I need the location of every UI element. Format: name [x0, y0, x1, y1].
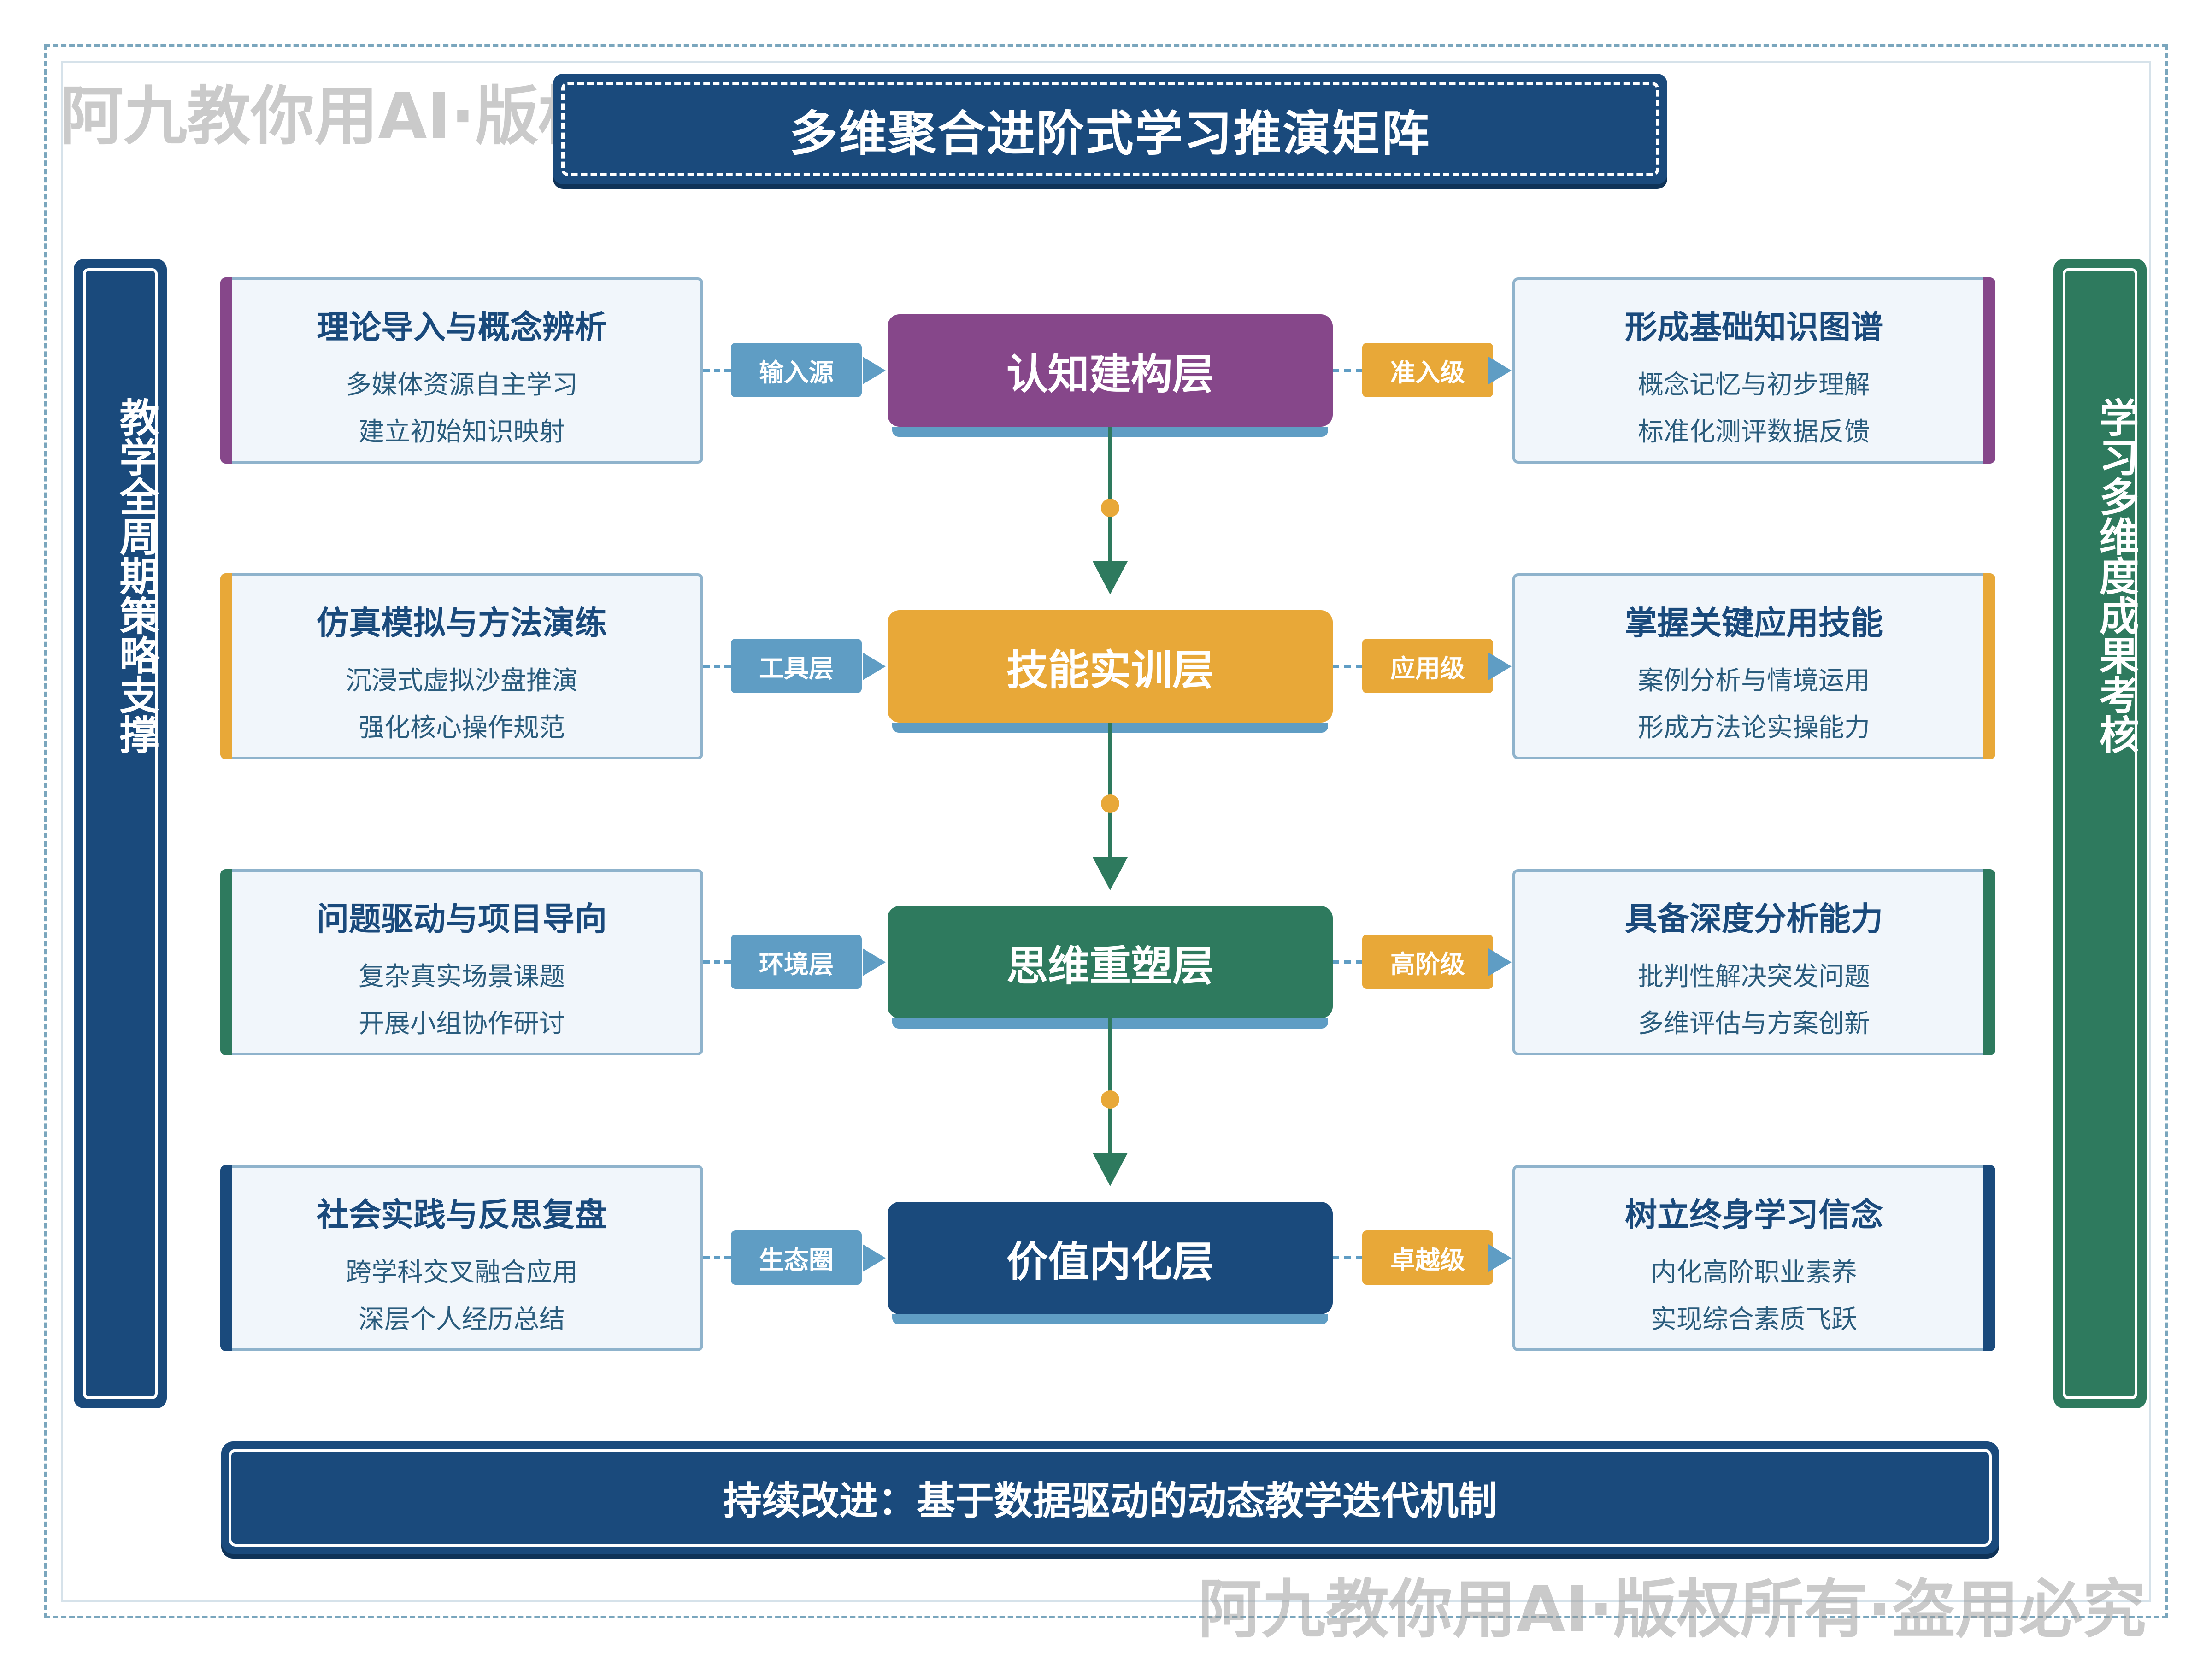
input-tag-row-4: 生态圈: [731, 1230, 862, 1285]
vertical-connector: [1108, 723, 1112, 863]
left-card-row-1: 理论导入与概念辨析 多媒体资源自主学习 建立初始知识映射: [220, 277, 703, 464]
card-accent: [1983, 277, 1995, 464]
card-accent: [1983, 1165, 1995, 1351]
connector-dot: [1101, 794, 1119, 813]
card-line: 强化核心操作规范: [359, 713, 565, 743]
layer-box-row-2: 技能实训层: [888, 610, 1333, 733]
card-line: 建立初始知识映射: [359, 417, 565, 447]
arrow-right-icon: [1488, 1244, 1512, 1272]
connector-dash: [1333, 960, 1362, 964]
vertical-connector: [1108, 427, 1112, 567]
level-tag-row-1: 准入级: [1362, 343, 1493, 397]
input-tag-row-3: 环境层: [731, 935, 862, 989]
card-title: 问题驱动与项目导向: [317, 900, 607, 938]
level-tag-row-4: 卓越级: [1362, 1230, 1493, 1285]
card-title: 具备深度分析能力: [1625, 900, 1883, 938]
connector-dash: [703, 369, 731, 372]
watermark-bottom: 阿九教你用AI·版权所有·盗用必究: [1198, 1572, 2146, 1647]
connector-dash: [1333, 1256, 1362, 1259]
inner-frame: [61, 61, 2151, 1602]
layer-box-row-1: 认知建构层: [888, 314, 1333, 437]
arrow-right-icon: [1488, 948, 1512, 976]
left-bar-text: 教学全周期策略支撑: [112, 397, 159, 754]
right-card-row-4: 树立终身学习信念 内化高阶职业素养 实现综合素质飞跃: [1512, 1165, 1995, 1351]
card-title: 理论导入与概念辨析: [317, 308, 607, 346]
right-assessment-bar: 学习多维度成果考核: [2053, 259, 2147, 1408]
arrow-down-icon: [1093, 857, 1128, 890]
right-card-row-2: 掌握关键应用技能 案例分析与情境运用 形成方法论实操能力: [1512, 573, 1995, 759]
arrow-right-icon: [863, 357, 886, 384]
card-line: 批判性解决突发问题: [1638, 962, 1870, 992]
card-line: 复杂真实场景课题: [359, 962, 565, 992]
connector-dash: [1333, 665, 1362, 668]
right-card-row-3: 具备深度分析能力 批判性解决突发问题 多维评估与方案创新: [1512, 869, 1995, 1055]
card-line: 多维评估与方案创新: [1638, 1009, 1870, 1039]
connector-dot: [1101, 1090, 1119, 1109]
card-accent: [1983, 869, 1995, 1055]
right-bar-text: 学习多维度成果考核: [2092, 397, 2138, 754]
arrow-right-icon: [1488, 653, 1512, 680]
card-line: 概念记忆与初步理解: [1638, 370, 1870, 400]
connector-dash: [703, 665, 731, 668]
card-line: 开展小组协作研讨: [359, 1009, 565, 1039]
card-line: 案例分析与情境运用: [1638, 666, 1870, 696]
card-line: 实现综合素质飞跃: [1651, 1305, 1857, 1335]
connector-dash: [1333, 369, 1362, 372]
arrow-down-icon: [1093, 1153, 1128, 1186]
outer-dashed-frame: [44, 44, 2168, 1618]
card-title: 掌握关键应用技能: [1625, 604, 1883, 642]
card-accent: [220, 277, 232, 464]
card-line: 标准化测评数据反馈: [1638, 417, 1870, 447]
card-line: 沉浸式虚拟沙盘推演: [346, 666, 578, 696]
card-line: 跨学科交叉融合应用: [346, 1258, 578, 1288]
card-line: 形成方法论实操能力: [1638, 713, 1870, 743]
arrow-right-icon: [1488, 357, 1512, 384]
card-accent: [220, 1165, 232, 1351]
card-title: 树立终身学习信念: [1625, 1196, 1883, 1234]
layer-box-row-3: 思维重塑层: [888, 906, 1333, 1029]
card-accent: [220, 869, 232, 1055]
card-line: 内化高阶职业素养: [1651, 1258, 1857, 1288]
card-accent: [220, 573, 232, 759]
layer-label: 思维重塑层: [1006, 942, 1214, 990]
right-bar-inner-border: [2063, 268, 2137, 1399]
left-card-row-3: 问题驱动与项目导向 复杂真实场景课题 开展小组协作研讨: [220, 869, 703, 1055]
arrow-down-icon: [1093, 561, 1128, 594]
card-line: 深层个人经历总结: [359, 1305, 565, 1335]
level-tag-row-3: 高阶级: [1362, 935, 1493, 989]
card-title: 形成基础知识图谱: [1625, 308, 1883, 346]
page-title: 多维聚合进阶式学习推演矩阵: [789, 105, 1431, 162]
arrow-right-icon: [863, 948, 886, 976]
level-tag-row-2: 应用级: [1362, 639, 1493, 693]
left-card-row-2: 仿真模拟与方法演练 沉浸式虚拟沙盘推演 强化核心操作规范: [220, 573, 703, 759]
card-line: 多媒体资源自主学习: [346, 370, 578, 400]
connector-dash: [703, 1256, 731, 1259]
layer-box-row-4: 价值内化层: [888, 1202, 1333, 1324]
layer-label: 技能实训层: [1006, 646, 1214, 694]
connector-dot: [1101, 499, 1119, 517]
layer-label: 价值内化层: [1006, 1238, 1214, 1286]
bottom-banner: 持续改进：基于数据驱动的动态教学迭代机制: [221, 1441, 1999, 1554]
arrow-right-icon: [863, 653, 886, 680]
input-tag-row-2: 工具层: [731, 639, 862, 693]
card-accent: [1983, 573, 1995, 759]
vertical-connector: [1108, 1018, 1112, 1159]
left-strategy-bar: 教学全周期策略支撑: [74, 259, 167, 1408]
layer-shadow: [892, 1314, 1328, 1324]
right-card-row-1: 形成基础知识图谱 概念记忆与初步理解 标准化测评数据反馈: [1512, 277, 1995, 464]
left-bar-inner-border: [83, 268, 158, 1399]
bottom-banner-text: 持续改进：基于数据驱动的动态教学迭代机制: [723, 1478, 1497, 1524]
title-banner: 多维聚合进阶式学习推演矩阵: [553, 74, 1667, 184]
connector-dash: [703, 960, 731, 964]
left-card-row-4: 社会实践与反思复盘 跨学科交叉融合应用 深层个人经历总结: [220, 1165, 703, 1351]
card-title: 社会实践与反思复盘: [317, 1196, 607, 1234]
card-title: 仿真模拟与方法演练: [317, 604, 607, 642]
arrow-right-icon: [863, 1244, 886, 1272]
layer-label: 认知建构层: [1006, 350, 1214, 399]
input-tag-row-1: 输入源: [731, 343, 862, 397]
